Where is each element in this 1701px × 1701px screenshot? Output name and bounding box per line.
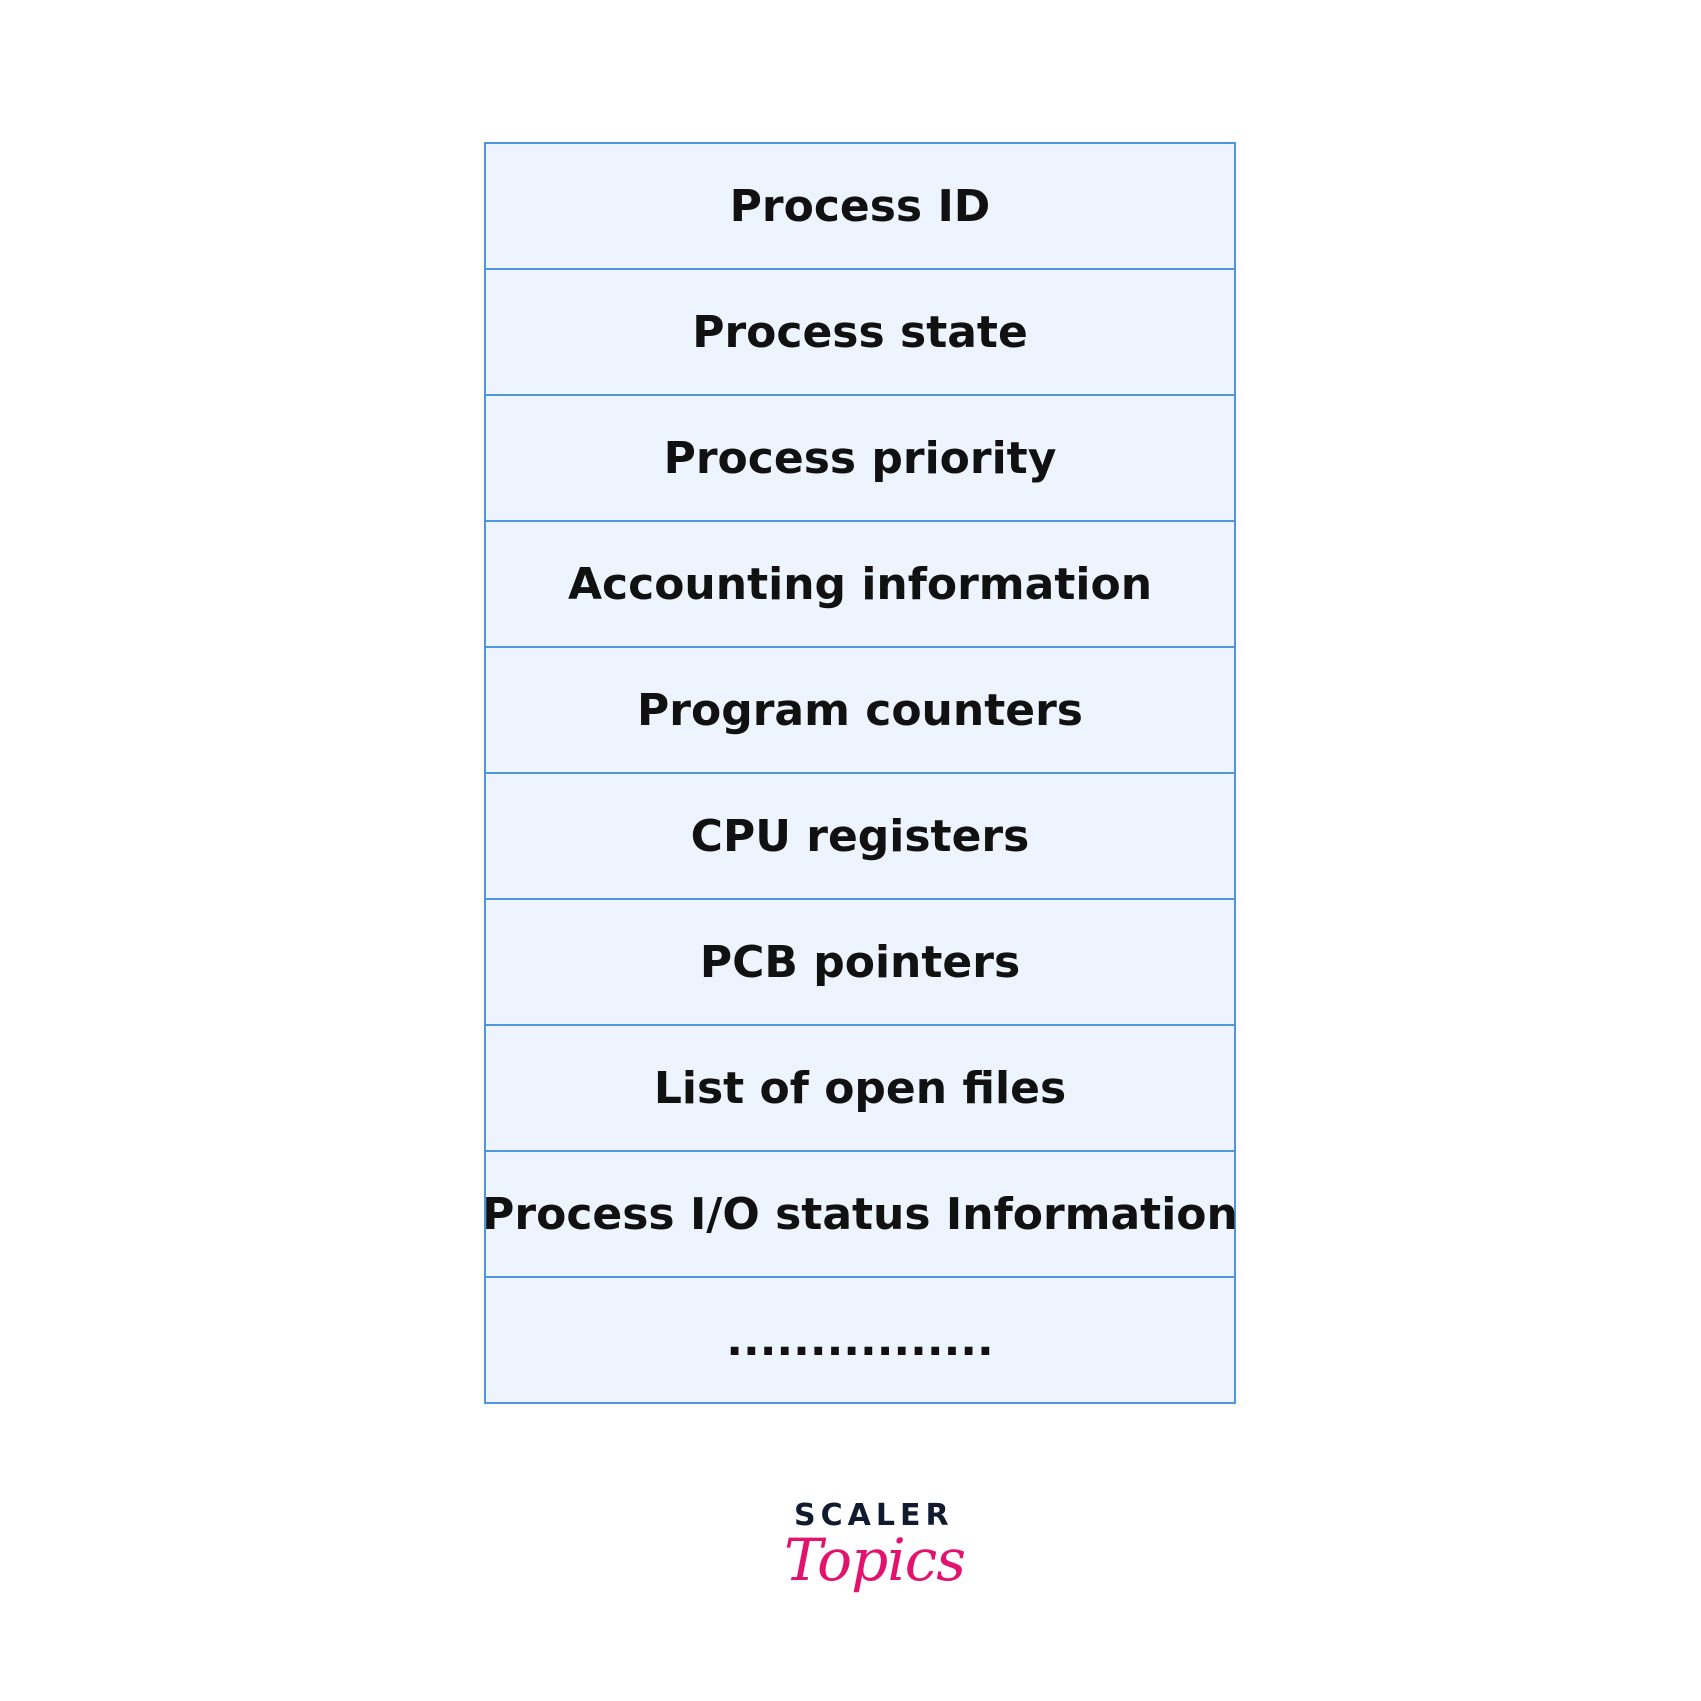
pcb-field-cpu-registers: CPU registers xyxy=(486,774,1234,900)
logo-topics-text: Topics xyxy=(784,1526,966,1594)
logo-scaler-text: SCALER xyxy=(794,1498,954,1533)
pcb-field-process-priority: Process priority xyxy=(486,396,1234,522)
pcb-field-open-files: List of open files xyxy=(486,1026,1234,1152)
pcb-field-accounting-information: Accounting information xyxy=(486,522,1234,648)
pcb-field-pcb-pointers: PCB pointers xyxy=(486,900,1234,1026)
pcb-field-program-counters: Program counters xyxy=(486,648,1234,774)
scaler-topics-logo: SCALER Topics xyxy=(770,1498,966,1628)
pcb-field-process-state: Process state xyxy=(486,270,1234,396)
pcb-field-stack: Process ID Process state Process priorit… xyxy=(482,142,1238,1404)
pcb-field-ellipsis: ................ xyxy=(726,1314,994,1366)
pcb-field-process-id: Process ID xyxy=(486,144,1234,270)
pcb-field-io-status: Process I/O status Information xyxy=(482,1152,1238,1278)
